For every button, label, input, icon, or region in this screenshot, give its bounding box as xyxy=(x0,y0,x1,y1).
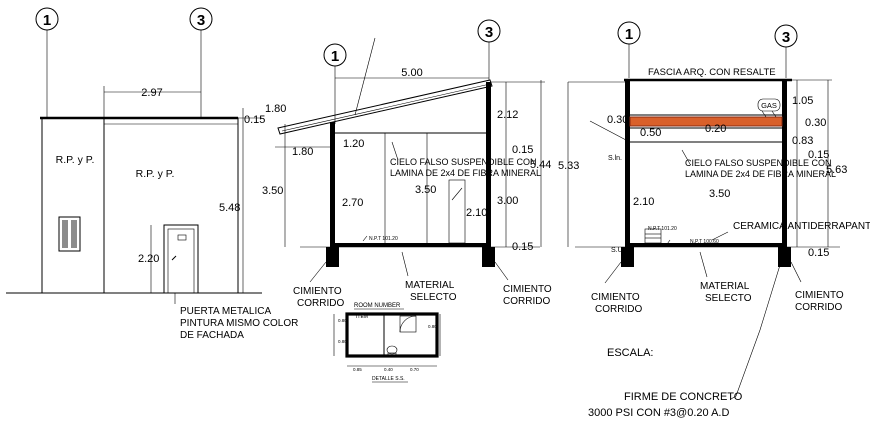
svg-text:CERAMICA ANTIDERRAPANTE: CERAMICA ANTIDERRAPANTE xyxy=(733,221,870,232)
svg-text:0.50: 0.50 xyxy=(640,127,661,139)
svg-text:0.15: 0.15 xyxy=(808,247,829,259)
svg-text:1.80: 1.80 xyxy=(265,103,286,115)
svg-text:1: 1 xyxy=(625,26,633,43)
svg-text:LAMINA DE 2x4 DE FIBRA MINERAL: LAMINA DE 2x4 DE FIBRA MINERAL xyxy=(685,169,836,179)
svg-text:1.05: 1.05 xyxy=(792,95,813,107)
svg-text:SELECTO: SELECTO xyxy=(705,293,752,304)
svg-text:2.70: 2.70 xyxy=(342,197,363,209)
svg-text:S.ln.: S.ln. xyxy=(608,155,622,162)
svg-text:S.U.: S.U. xyxy=(611,247,625,254)
svg-text:CIMIENTO: CIMIENTO xyxy=(795,290,844,301)
svg-text:LAMINA DE 2x4 DE FIBRA MINERAL: LAMINA DE 2x4 DE FIBRA MINERAL xyxy=(390,168,541,178)
svg-text:CIELO FALSO SUSPENDIBLE CON: CIELO FALSO SUSPENDIBLE CON xyxy=(390,157,537,167)
svg-text:CIMIENTO: CIMIENTO xyxy=(591,292,640,303)
svg-text:ITEM: ITEM xyxy=(356,314,368,320)
svg-text:CIELO FALSO SUSPENDIBLE CON: CIELO FALSO SUSPENDIBLE CON xyxy=(685,158,832,168)
svg-text:ROOM NUMBER: ROOM NUMBER xyxy=(354,303,401,309)
svg-text:MATERIAL: MATERIAL xyxy=(405,280,455,291)
svg-text:DETALLE S.S.: DETALLE S.S. xyxy=(372,376,405,382)
svg-text:2.10: 2.10 xyxy=(466,207,487,219)
svg-text:3: 3 xyxy=(485,24,493,41)
svg-text:0.40: 0.40 xyxy=(384,367,393,372)
svg-text:0.83: 0.83 xyxy=(792,135,813,147)
svg-text:3: 3 xyxy=(782,29,790,46)
axis-marker-1-facade: 1 xyxy=(35,7,59,118)
svg-text:3000 PSI CON #3@0.20 A.D: 3000 PSI CON #3@0.20 A.D xyxy=(588,407,729,419)
svg-text:0.70: 0.70 xyxy=(410,367,419,372)
axis-marker-3-facade: 3 xyxy=(189,7,213,118)
section-1: 5.00 1.80 1.80 1.20 3.50 2.70 3.50 2.10 xyxy=(262,37,552,309)
svg-text:0.80: 0.80 xyxy=(338,339,347,344)
room-label-right: R.P. y P. xyxy=(136,168,175,180)
bathroom-plan-detail: ROOM NUMBER ITEM 0.80 0.80 0.80 0.85 0.4… xyxy=(333,303,441,383)
svg-text:SELECTO: SELECTO xyxy=(410,292,457,303)
svg-text:DE FACHADA: DE FACHADA xyxy=(180,330,244,341)
svg-text:3.50: 3.50 xyxy=(415,184,436,196)
svg-text:CORRIDO: CORRIDO xyxy=(503,296,550,307)
svg-text:CORRIDO: CORRIDO xyxy=(595,304,642,315)
window xyxy=(58,216,81,252)
svg-text:3: 3 xyxy=(197,12,205,29)
svg-text:5.33: 5.33 xyxy=(558,160,579,172)
axis-markers: 1 3 1 3 1 3 xyxy=(35,7,798,124)
svg-text:0.15: 0.15 xyxy=(244,114,265,126)
scale-label: ESCALA: xyxy=(607,347,653,359)
axis-marker-3-section2: 3 xyxy=(774,24,798,78)
svg-text:1: 1 xyxy=(331,48,339,65)
svg-text:2.20: 2.20 xyxy=(138,253,159,265)
room-label-left: R.P. y P. xyxy=(56,154,95,166)
svg-text:5.63: 5.63 xyxy=(826,164,847,176)
svg-text:5.48: 5.48 xyxy=(219,202,240,214)
section-2: FASCIA ARQ. CON RESALTE GAS 5.33 xyxy=(558,67,870,419)
facade-elevation: 2.97 0.15 5.48 R.P. y P. R.P. y P. 2.20 … xyxy=(6,86,298,341)
svg-text:0.30: 0.30 xyxy=(607,114,628,126)
svg-text:0.20: 0.20 xyxy=(705,123,726,135)
svg-text:FIRME DE CONCRETO: FIRME DE CONCRETO xyxy=(624,391,743,403)
svg-text:0.15: 0.15 xyxy=(512,144,533,156)
axis-marker-3-section1: 3 xyxy=(477,19,501,80)
axis-marker-1-section2: 1 xyxy=(617,21,641,78)
svg-text:0.15: 0.15 xyxy=(808,149,829,161)
svg-text:PINTURA MISMO COLOR: PINTURA MISMO COLOR xyxy=(180,318,298,329)
svg-text:CIMIENTO: CIMIENTO xyxy=(293,286,342,297)
svg-text:0.30: 0.30 xyxy=(805,117,826,129)
gas-tag: GAS xyxy=(757,98,781,118)
svg-text:3.00: 3.00 xyxy=(497,195,518,207)
svg-text:0.80: 0.80 xyxy=(338,318,347,323)
svg-text:3.50: 3.50 xyxy=(262,185,283,197)
svg-text:CIMIENTO: CIMIENTO xyxy=(503,284,552,295)
svg-text:GAS: GAS xyxy=(761,101,777,110)
svg-text:2.97: 2.97 xyxy=(141,87,162,99)
svg-text:1.80: 1.80 xyxy=(292,146,313,158)
svg-text:5.00: 5.00 xyxy=(401,67,422,79)
axis-marker-1-section1: 1 xyxy=(323,43,347,124)
svg-text:FASCIA ARQ. CON RESALTE: FASCIA ARQ. CON RESALTE xyxy=(648,67,776,78)
metal-door: 2.20 xyxy=(138,224,199,294)
svg-text:0.80: 0.80 xyxy=(428,324,437,329)
svg-text:1.20: 1.20 xyxy=(343,138,364,150)
svg-text:0.15: 0.15 xyxy=(512,241,533,253)
svg-text:N.P.T 101.20: N.P.T 101.20 xyxy=(369,236,398,242)
svg-text:N.P.T 100.60: N.P.T 100.60 xyxy=(690,239,719,245)
svg-text:0.85: 0.85 xyxy=(353,367,362,372)
svg-text:PUERTA METALICA: PUERTA METALICA xyxy=(180,306,271,317)
svg-text:N.P.T 101.20: N.P.T 101.20 xyxy=(648,226,677,232)
svg-text:1: 1 xyxy=(43,12,51,29)
svg-text:CORRIDO: CORRIDO xyxy=(795,302,842,313)
svg-text:CORRIDO: CORRIDO xyxy=(297,298,344,309)
svg-text:2.12: 2.12 xyxy=(497,109,518,121)
svg-text:5.44: 5.44 xyxy=(530,159,551,171)
svg-text:3.50: 3.50 xyxy=(709,188,730,200)
svg-text:MATERIAL: MATERIAL xyxy=(700,281,750,292)
svg-text:2.10: 2.10 xyxy=(633,196,654,208)
